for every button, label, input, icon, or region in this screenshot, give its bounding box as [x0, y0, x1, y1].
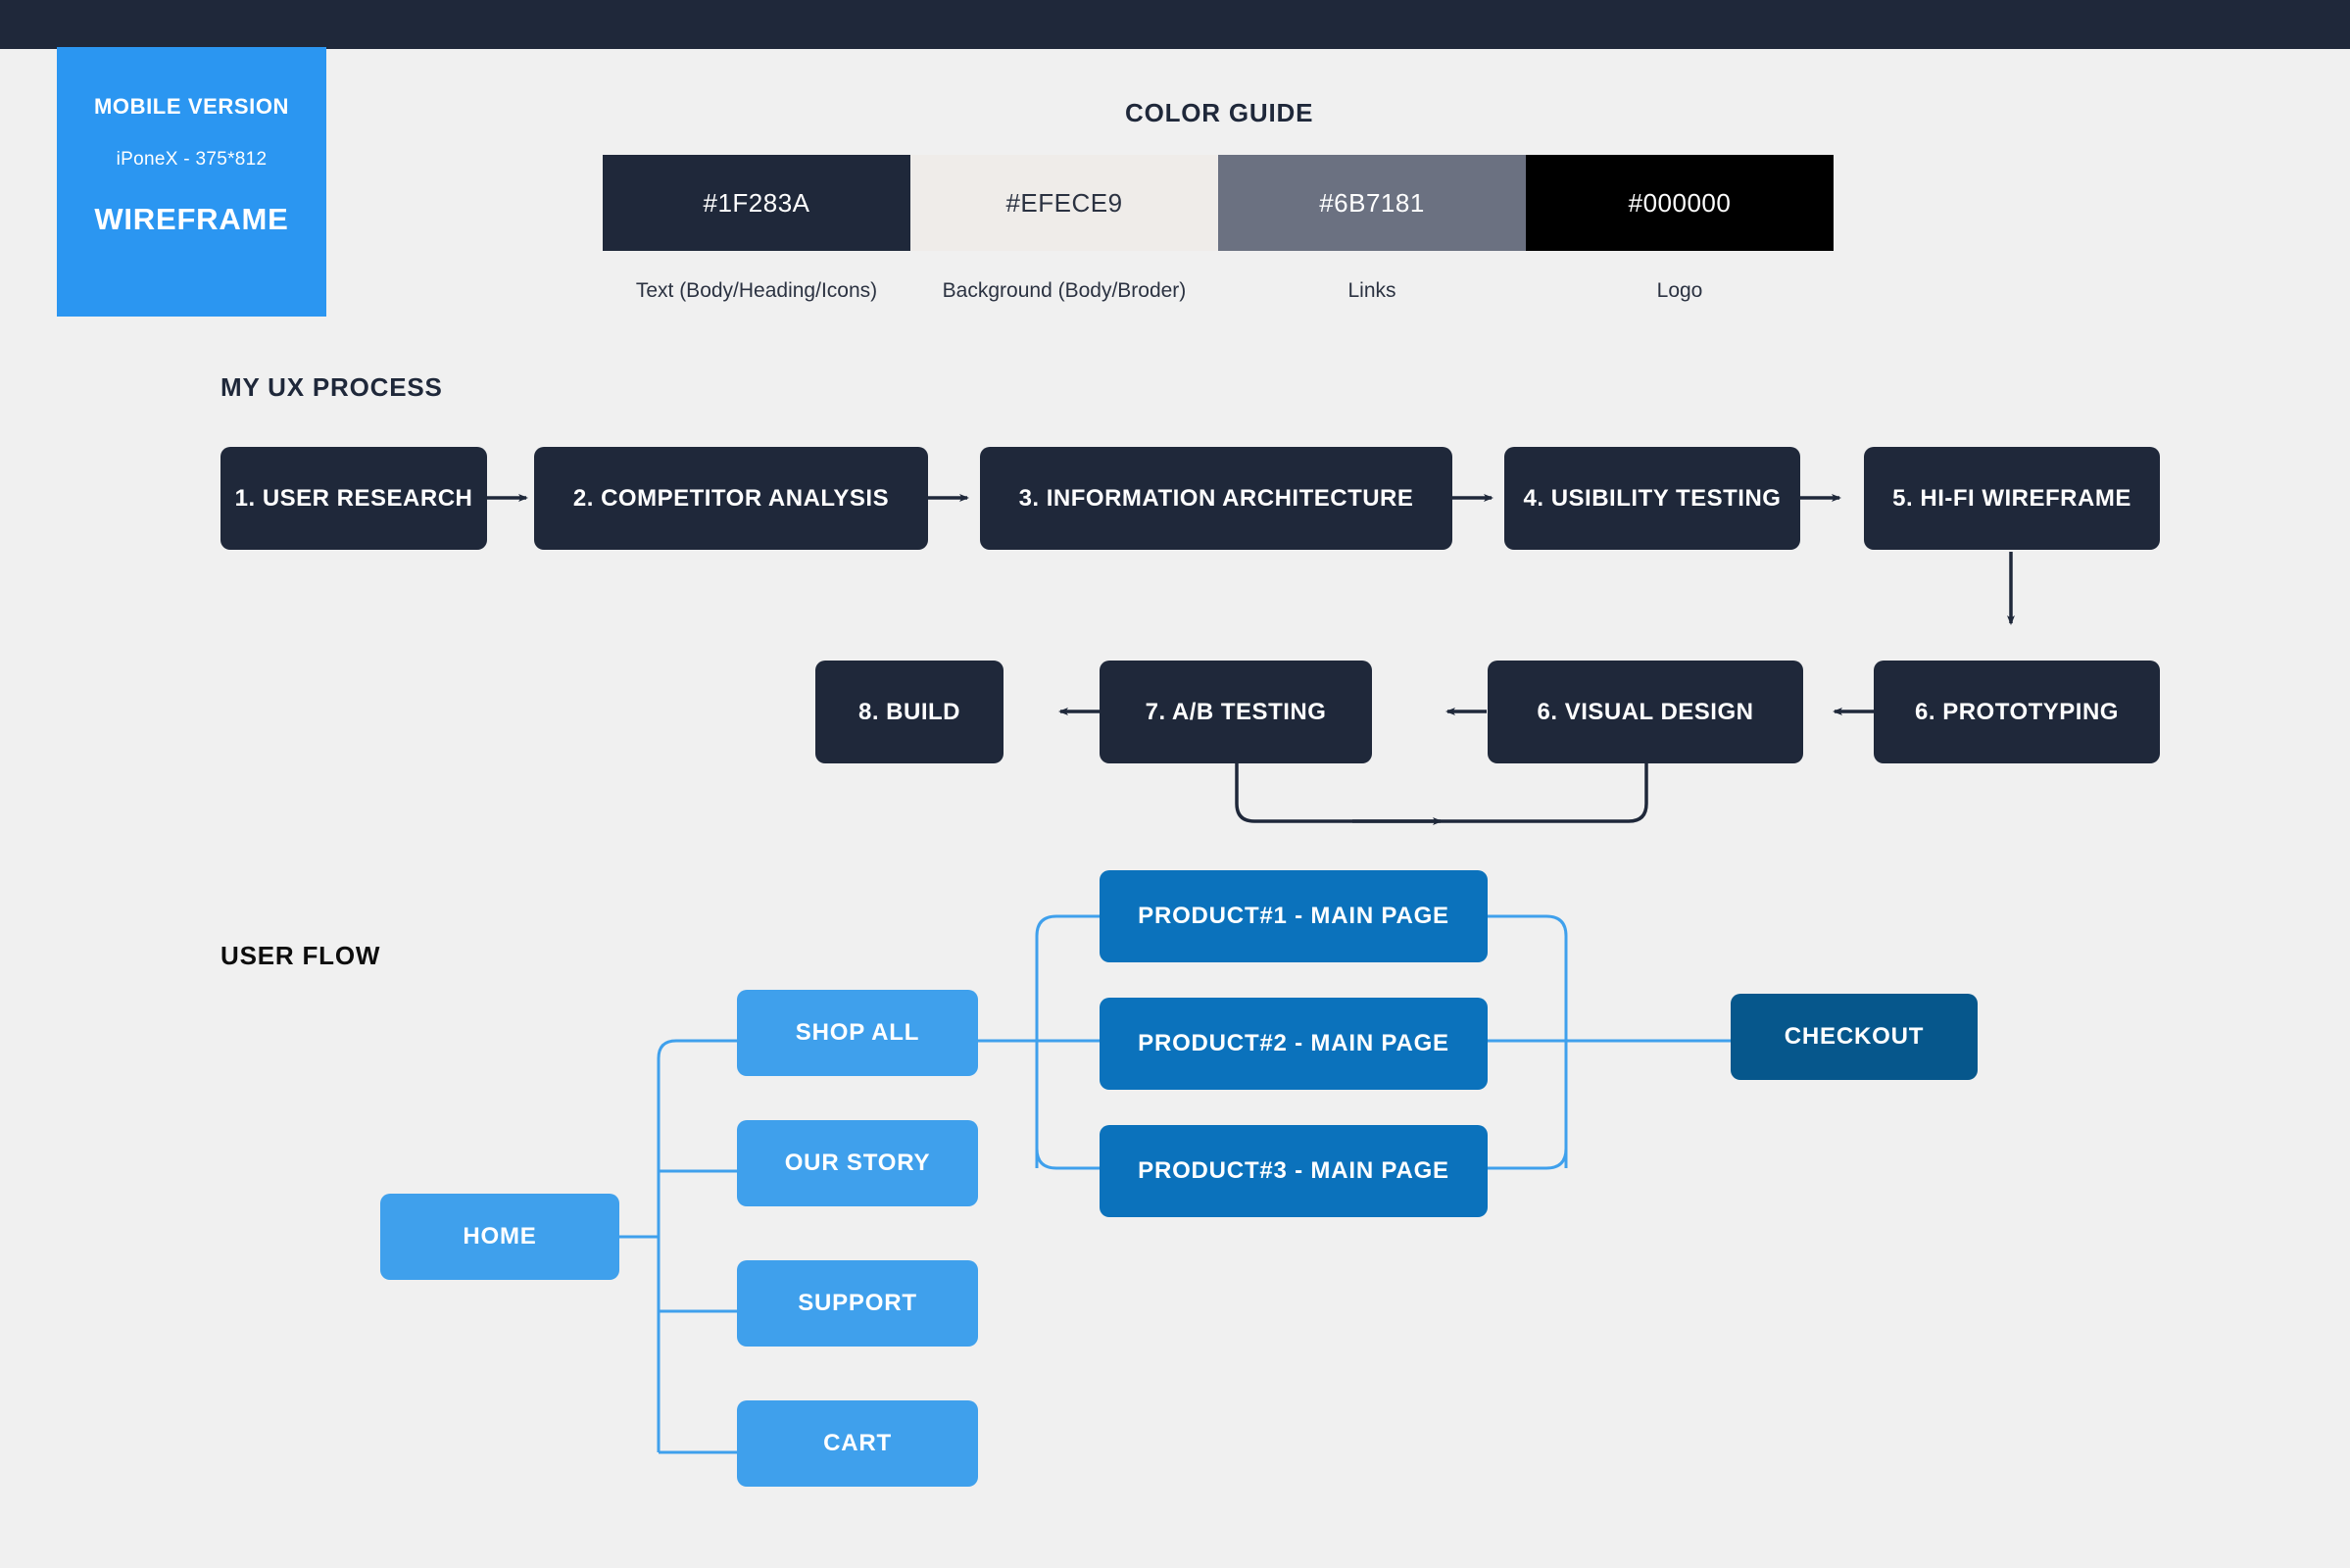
panel-device-spec: iPoneX - 375*812 [116, 149, 268, 170]
flow-node-support[interactable]: SUPPORT [737, 1260, 978, 1347]
process-step-label: 6. VISUAL DESIGN [1537, 698, 1754, 725]
flow-node-label: CART [823, 1430, 892, 1456]
flow-node-label: HOME [463, 1223, 537, 1250]
user-flow-heading: USER FLOW [220, 941, 381, 970]
process-step-3[interactable]: 3. INFORMATION ARCHITECTURE [980, 447, 1452, 550]
process-step-4[interactable]: 4. USIBILITY TESTING [1504, 447, 1800, 550]
process-step-5[interactable]: 5. HI-FI WIREFRAME [1864, 447, 2160, 550]
color-swatch: #1F283A [603, 155, 910, 251]
mobile-wireframe-panel: MOBILE VERSION iPoneX - 375*812 WIREFRAM… [57, 47, 326, 317]
process-step-label: 7. A/B TESTING [1145, 698, 1327, 725]
flow-node-label: SUPPORT [798, 1290, 917, 1316]
flow-node-cart[interactable]: CART [737, 1400, 978, 1487]
flow-node-label: PRODUCT#2 - MAIN PAGE [1138, 1030, 1449, 1056]
panel-wireframe-label: WIREFRAME [94, 202, 289, 236]
process-step-8[interactable]: 8. BUILD [815, 661, 1004, 763]
color-swatch-hex: #EFECE9 [1005, 187, 1123, 218]
color-swatch: #6B7181 [1218, 155, 1526, 251]
color-swatch-label: Logo [1656, 279, 1703, 302]
color-swatch-hex: #1F283A [703, 187, 810, 218]
process-step-2[interactable]: 2. COMPETITOR ANALYSIS [534, 447, 928, 550]
color-swatch-label: Text (Body/Heading/Icons) [635, 279, 878, 302]
flow-node-home[interactable]: HOME [380, 1194, 619, 1280]
color-swatch-hex: #000000 [1628, 187, 1732, 218]
flow-node-product-1[interactable]: PRODUCT#1 - MAIN PAGE [1100, 870, 1488, 962]
process-step-label: 6. PROTOTYPING [1915, 698, 2119, 725]
color-swatch-label: Background (Body/Broder) [942, 279, 1187, 302]
process-step-6-visual-design[interactable]: 6. VISUAL DESIGN [1488, 661, 1803, 763]
process-step-label: 8. BUILD [857, 698, 960, 725]
flow-node-checkout[interactable]: CHECKOUT [1731, 994, 1978, 1080]
flow-node-product-3[interactable]: PRODUCT#3 - MAIN PAGE [1100, 1125, 1488, 1217]
process-step-label: 4. USIBILITY TESTING [1523, 484, 1782, 512]
flow-node-label: PRODUCT#1 - MAIN PAGE [1138, 903, 1449, 929]
color-swatch-hex: #6B7181 [1319, 187, 1425, 218]
flow-node-our-story[interactable]: OUR STORY [737, 1120, 978, 1206]
process-step-label: 1. USER RESEARCH [234, 484, 473, 512]
ux-process-heading: MY UX PROCESS [220, 372, 443, 402]
process-step-label: 5. HI-FI WIREFRAME [1892, 484, 2131, 512]
flow-node-label: CHECKOUT [1784, 1023, 1925, 1050]
color-swatch: #EFECE9 [910, 155, 1218, 251]
panel-title: MOBILE VERSION [93, 94, 290, 119]
color-guide-title: COLOR GUIDE [1125, 98, 1314, 127]
flow-node-label: SHOP ALL [795, 1019, 920, 1046]
flow-node-product-2[interactable]: PRODUCT#2 - MAIN PAGE [1100, 998, 1488, 1090]
color-guide-swatches: #1F283A #EFECE9 #6B7181 #000000 [603, 155, 1834, 251]
flow-node-shop-all[interactable]: SHOP ALL [737, 990, 978, 1076]
flow-node-label: PRODUCT#3 - MAIN PAGE [1138, 1157, 1449, 1184]
process-step-7[interactable]: 7. A/B TESTING [1100, 661, 1372, 763]
color-swatch: #000000 [1526, 155, 1834, 251]
top-dark-bar [0, 0, 2350, 49]
process-step-6-prototyping[interactable]: 6. PROTOTYPING [1874, 661, 2160, 763]
process-step-1[interactable]: 1. USER RESEARCH [220, 447, 487, 550]
flow-node-label: OUR STORY [784, 1150, 931, 1176]
process-step-label: 3. INFORMATION ARCHITECTURE [1018, 484, 1414, 512]
process-step-label: 2. COMPETITOR ANALYSIS [572, 484, 890, 512]
color-swatch-label: Links [1347, 279, 1396, 302]
color-guide-labels: Text (Body/Heading/Icons) Background (Bo… [603, 279, 1834, 303]
